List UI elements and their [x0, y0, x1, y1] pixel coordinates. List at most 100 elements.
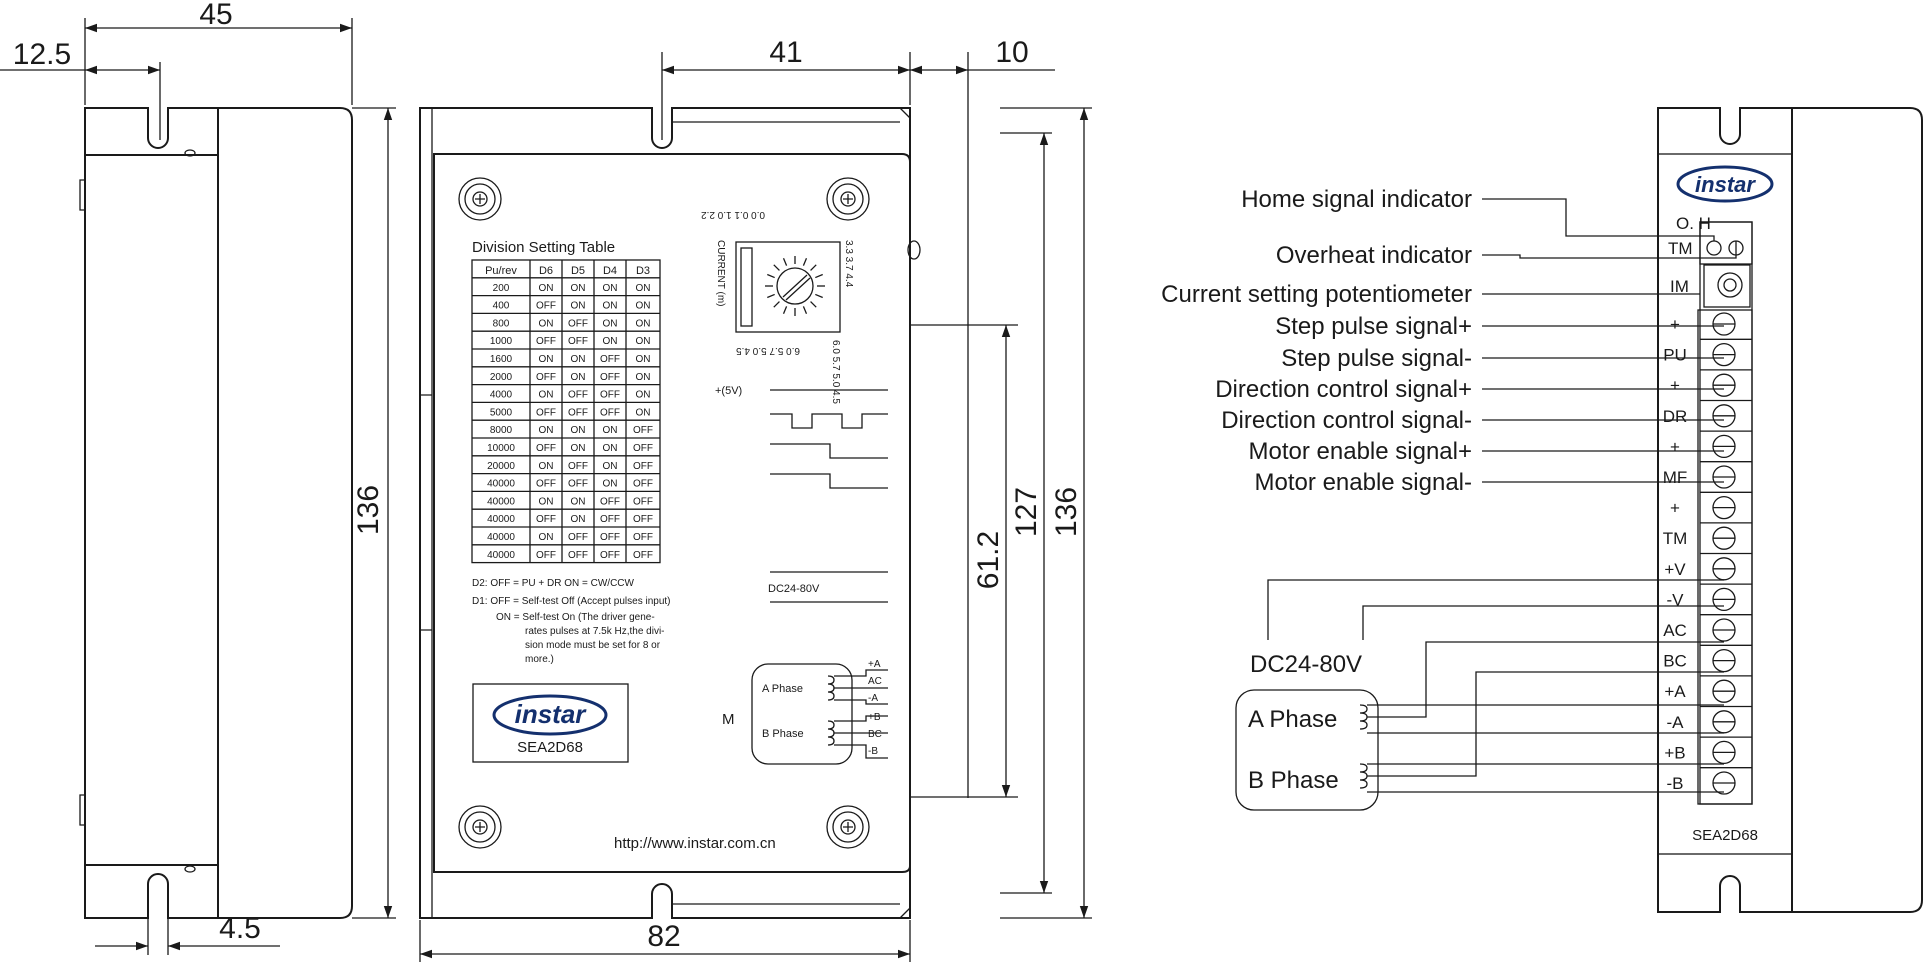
- table-cell: OFF: [633, 532, 653, 543]
- table-cell: ON: [603, 301, 618, 312]
- current-dial: [765, 256, 825, 316]
- note-d1-e: more.): [525, 654, 554, 665]
- table-cell: OFF: [568, 407, 588, 418]
- screw-tl: [458, 177, 502, 221]
- note-d1-c: rates pulses at 7.5k Hz,the divi-: [525, 626, 665, 637]
- table-cell: OFF: [600, 407, 620, 418]
- dim-front-127: 127: [1010, 487, 1043, 537]
- table-cell: OFF: [536, 479, 556, 490]
- table-cell: OFF: [600, 372, 620, 383]
- table-cell: ON: [539, 318, 554, 329]
- side-flange: [84, 107, 219, 919]
- front-logo: instar: [515, 699, 588, 729]
- table-cell: OFF: [600, 354, 620, 365]
- wiring-model: SEA2D68: [1692, 827, 1758, 844]
- dim-side-slot: 4.5: [219, 912, 261, 945]
- table-cell: OFF: [568, 532, 588, 543]
- terminal-label: +A: [1664, 682, 1686, 701]
- table-cell: 1600: [490, 354, 513, 365]
- dial-tick: [815, 293, 823, 299]
- table-cell: OFF: [633, 514, 653, 525]
- table-cell: ON: [636, 301, 651, 312]
- callout-label: Direction control signal-: [1221, 407, 1472, 434]
- dial-tick: [773, 301, 780, 308]
- callout-label: Current setting potentiometer: [1161, 281, 1472, 308]
- table-cell: 8000: [490, 425, 513, 436]
- table-cell: OFF: [600, 532, 620, 543]
- terminal-label: -B: [1667, 774, 1684, 793]
- table-cell: ON: [603, 425, 618, 436]
- current-bottom-values: 6.0 5.7 5.0 4.5: [830, 340, 841, 404]
- table-header: D5: [571, 265, 585, 277]
- table-cell: OFF: [536, 550, 556, 561]
- potentiometer: [1703, 264, 1751, 308]
- table-cell: OFF: [600, 496, 620, 507]
- table-header: D6: [539, 265, 553, 277]
- dial-tick: [810, 301, 817, 308]
- terminal-label: -A: [1667, 713, 1685, 732]
- screw-tr: [826, 177, 870, 221]
- wiring-logo: instar: [1695, 172, 1756, 197]
- table-cell: ON: [571, 372, 586, 383]
- wiring-motor-box: [1235, 689, 1379, 811]
- table-cell: ON: [603, 479, 618, 490]
- table-cell: 800: [493, 318, 510, 329]
- callout-label: Home signal indicator: [1241, 186, 1472, 213]
- table-cell: ON: [571, 514, 586, 525]
- dial-tick: [815, 273, 823, 279]
- current-right-values: 3.3 3.7 4.4: [843, 240, 854, 288]
- front-term-b1: +B: [868, 712, 881, 723]
- note-d2: D2: OFF = PU + DR ON = CW/CCW: [472, 578, 635, 589]
- table-cell: 400: [493, 301, 510, 312]
- table-cell: ON: [636, 407, 651, 418]
- note-d1-a: D1: OFF = Self-test Off (Accept pulses i…: [472, 596, 671, 607]
- table-cell: ON: [636, 336, 651, 347]
- table-cell: OFF: [536, 372, 556, 383]
- wiring-driver-face: [1657, 153, 1793, 855]
- dim-front-41: 41: [769, 36, 802, 69]
- front-power-label: DC24-80V: [768, 583, 820, 595]
- callout-label: Direction control signal+: [1215, 376, 1472, 403]
- front-logo-ellipse: [492, 694, 608, 736]
- table-cell: OFF: [600, 550, 620, 561]
- wiring-power-label: DC24-80V: [1250, 651, 1362, 678]
- terminal-label: BC: [1663, 652, 1687, 671]
- front-model: SEA2D68: [517, 739, 583, 756]
- table-cell: 2000: [490, 372, 513, 383]
- table-cell: OFF: [600, 390, 620, 401]
- terminal-label: AC: [1663, 621, 1687, 640]
- terminal-label: +: [1670, 499, 1680, 518]
- wiring-oh-label: O. H: [1676, 214, 1711, 233]
- table-cell: OFF: [633, 479, 653, 490]
- table-cell: ON: [539, 283, 554, 294]
- table-cell: ON: [603, 443, 618, 454]
- table-header: Pu/rev: [485, 265, 517, 277]
- wiring-tm-top: TM: [1668, 239, 1693, 258]
- front-term-a3: -A: [868, 693, 878, 704]
- dim-front-width: 82: [647, 920, 680, 953]
- table-cell: OFF: [633, 496, 653, 507]
- table-cell: OFF: [568, 461, 588, 472]
- table-cell: 4000: [490, 390, 513, 401]
- oh-led: [1706, 240, 1722, 256]
- wiring-im-label: IM: [1670, 277, 1689, 296]
- dim-front-136: 136: [1050, 487, 1083, 537]
- callout-label: Motor enable signal-: [1255, 469, 1472, 496]
- terminal-label: MF: [1663, 468, 1688, 487]
- wiring-terminal-strip: [1699, 221, 1753, 805]
- table-cell: OFF: [568, 479, 588, 490]
- current-dial-label: CURRENT (m): [715, 240, 726, 306]
- terminal-label: DR: [1663, 407, 1688, 426]
- dial-tick: [802, 306, 808, 314]
- dim-front-61-2: 61.2: [972, 531, 1005, 589]
- dim-side-width: 45: [199, 0, 232, 31]
- dial-tick: [802, 258, 808, 266]
- table-cell: ON: [539, 532, 554, 543]
- wiring-logo-ellipse: [1676, 165, 1774, 203]
- signal-5v-label: +(5V): [715, 385, 742, 397]
- dial-tick: [782, 258, 788, 266]
- table-cell: 40000: [487, 479, 515, 490]
- table-cell: ON: [539, 496, 554, 507]
